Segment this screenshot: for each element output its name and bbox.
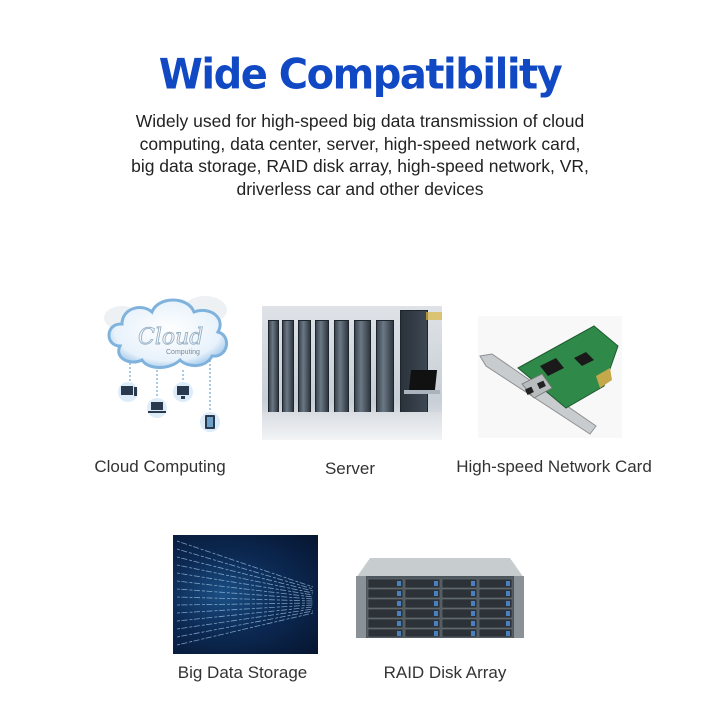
- app-label-network-card: High-speed Network Card: [456, 457, 652, 476]
- description-line: driverless car and other devices: [236, 178, 484, 199]
- device-icons: [118, 382, 220, 432]
- big-data-storage-image: [173, 535, 318, 654]
- description-line: Widely used for high-speed big data tran…: [135, 111, 585, 131]
- data-stream-icon: [176, 540, 314, 646]
- raid-chassis-icon: [356, 558, 524, 638]
- app-label-big-data-storage: Big Data Storage: [177, 663, 308, 682]
- description-line: big data storage, RAID disk array, high-…: [131, 156, 589, 176]
- network-card-image: [478, 316, 622, 438]
- cloud-text: Cloud: [138, 325, 203, 350]
- app-label-cloud-computing: Cloud Computing: [94, 457, 226, 476]
- cloud-subtext: Computing: [166, 349, 200, 356]
- description: Widely used for high-speed big data tran…: [80, 110, 640, 200]
- raid-disk-array-image: [352, 556, 528, 640]
- cloud-icon: Cloud Computing: [104, 296, 228, 432]
- app-label-raid-disk-array: RAID Disk Array: [383, 663, 507, 682]
- network-card-icon: [479, 325, 619, 435]
- server-image: [262, 306, 442, 440]
- page-title: Wide Compatibility: [158, 50, 563, 100]
- app-label-server: Server: [324, 459, 376, 478]
- cloud-computing-image: Cloud Computing: [100, 288, 240, 433]
- description-line: computing, data center, server, high-spe…: [139, 133, 581, 154]
